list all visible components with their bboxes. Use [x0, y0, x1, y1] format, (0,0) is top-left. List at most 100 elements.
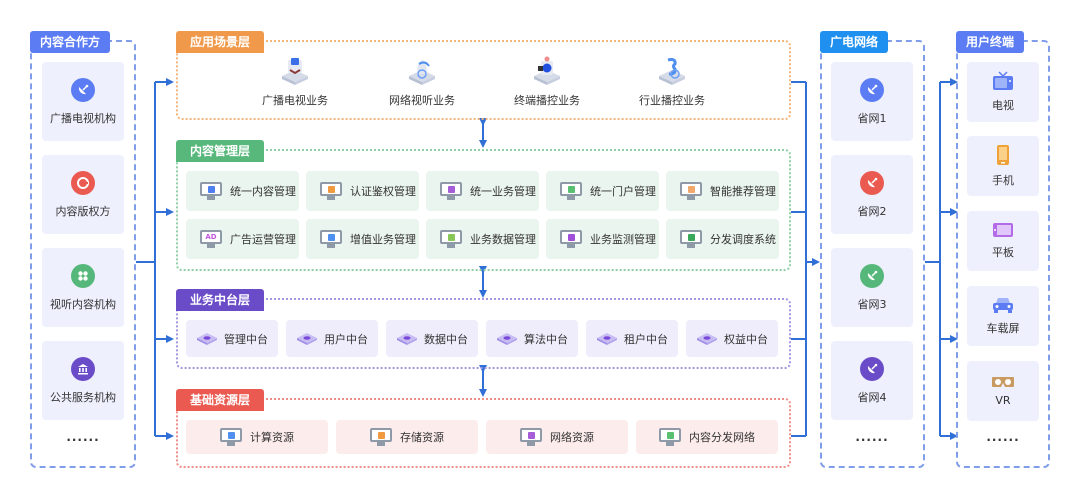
terminal-card[interactable]: VR	[967, 361, 1039, 421]
scene-label: 终端播控业务	[514, 94, 580, 107]
middle-platform-card[interactable]: 算法中台	[486, 320, 578, 357]
base-resource-label: 网络资源	[550, 431, 594, 444]
content-mgmt-label: 智能推荐管理	[710, 185, 776, 198]
province-network-label: 省网3	[857, 297, 887, 311]
content-mgmt-label: 增值业务管理	[350, 233, 416, 246]
terminal-label: 车载屏	[986, 322, 1020, 335]
cdn-icon	[659, 428, 681, 446]
platform-cube-icon	[397, 332, 417, 345]
content-mgmt-label: 业务数据管理	[470, 233, 536, 246]
terminal-card[interactable]: 手机	[967, 136, 1039, 196]
distribute-icon	[680, 230, 702, 248]
scene-item[interactable]: 广播电视业务	[250, 56, 340, 108]
portal-icon	[560, 182, 582, 200]
base-resource-label: 内容分发网络	[689, 431, 755, 444]
content-mgmt-card[interactable]: 统一门户管理	[546, 171, 659, 211]
platform-cube-icon	[497, 332, 517, 345]
satellite-dish-icon	[71, 77, 95, 102]
terminal-card[interactable]: 平板	[967, 211, 1039, 271]
partner-label: 视听内容机构	[50, 297, 116, 311]
province-network-label: 省网4	[857, 390, 887, 404]
bank-icon	[71, 356, 95, 381]
content-mgmt-label: 统一业务管理	[470, 185, 536, 198]
base-resource-layer-title: 基础资源层	[176, 389, 265, 411]
vr-glasses-icon	[992, 376, 1014, 387]
content-mgmt-card[interactable]: 增值业务管理	[306, 219, 419, 259]
middle-platform-card[interactable]: 用户中台	[286, 320, 378, 357]
industry-control-3d-icon	[659, 58, 685, 85]
content-mgmt-layer	[176, 149, 791, 271]
partner-label: 内容版权方	[55, 204, 111, 218]
terminal-control-3d-icon	[534, 56, 560, 85]
middle-platform-card[interactable]: 数据中台	[386, 320, 478, 357]
partner-label: 广播电视机构	[50, 111, 116, 125]
content-mgmt-card[interactable]: 认证鉴权管理	[306, 171, 419, 211]
ad-icon: AD	[200, 230, 222, 248]
base-resource-card[interactable]: 网络资源	[486, 420, 628, 454]
scene-item[interactable]: 网络视听业务	[377, 56, 467, 108]
content-doc-icon	[200, 182, 222, 200]
partner-card[interactable]: 公共服务机构	[42, 341, 124, 420]
partner-card[interactable]: 视听内容机构	[42, 248, 124, 327]
base-resource-card[interactable]: 内容分发网络	[636, 420, 778, 454]
network-title: 广电网络	[820, 31, 889, 53]
network-to-terminals-connector	[925, 78, 958, 440]
partners-title: 内容合作方	[30, 31, 111, 53]
value-added-icon	[320, 230, 342, 248]
platform-cube-icon	[697, 332, 717, 345]
terminal-card[interactable]: 车载屏	[967, 286, 1039, 346]
app-scene-layer-title: 应用场景层	[176, 31, 265, 53]
scene-label: 行业播控业务	[639, 94, 705, 107]
content-mgmt-card[interactable]: 业务监测管理	[546, 219, 659, 259]
middle-platform-label: 管理中台	[224, 332, 268, 346]
layers-to-network-connector	[791, 81, 820, 437]
scene-label: 网络视听业务	[389, 94, 455, 107]
base-resource-label: 存储资源	[400, 431, 444, 444]
tv-icon	[993, 71, 1013, 90]
content-mgmt-card[interactable]: 统一业务管理	[426, 171, 539, 211]
partner-card[interactable]: 广播电视机构	[42, 62, 124, 141]
platform-cube-icon	[197, 332, 217, 345]
copyright-icon	[71, 170, 95, 195]
scene-item[interactable]: 行业播控业务	[627, 56, 717, 108]
province-network-label: 省网1	[857, 111, 887, 125]
partners-to-layers-connector	[136, 78, 174, 440]
content-mgmt-card[interactable]: 统一内容管理	[186, 171, 299, 211]
content-mgmt-label: 统一门户管理	[590, 185, 656, 198]
base-resource-card[interactable]: 计算资源	[186, 420, 328, 454]
terminal-label: 电视	[992, 99, 1014, 112]
content-mgmt-card[interactable]: 分发调度系统	[666, 219, 779, 259]
terminal-label: 手机	[992, 174, 1014, 187]
middle-platform-label: 用户中台	[324, 332, 368, 346]
terminals-more: ......	[986, 430, 1020, 444]
content-mgmt-card[interactable]: 业务数据管理	[426, 219, 539, 259]
scene-item[interactable]: 终端播控业务	[502, 56, 592, 108]
content-mgmt-card[interactable]: 智能推荐管理	[666, 171, 779, 211]
platform-cube-icon	[597, 332, 617, 345]
middle-platform-label: 数据中台	[424, 332, 468, 346]
satellite-dish-icon	[860, 77, 884, 102]
province-network-card[interactable]: 省网3	[831, 248, 913, 327]
partner-card[interactable]: 内容版权方	[42, 155, 124, 234]
content-mgmt-label: 业务监测管理	[590, 233, 656, 246]
content-mgmt-label: 分发调度系统	[710, 233, 776, 246]
middle-platform-card[interactable]: 租户中台	[586, 320, 678, 357]
satellite-dish-icon	[860, 263, 884, 288]
middle-platform-card[interactable]: 权益中台	[686, 320, 778, 357]
middle-platform-label: 租户中台	[624, 332, 668, 346]
base-resource-label: 计算资源	[250, 431, 294, 444]
content-mgmt-card[interactable]: AD 广告运营管理	[186, 219, 299, 259]
platform-cube-icon	[297, 332, 317, 345]
content-mgmt-label: 统一内容管理	[230, 185, 296, 198]
terminal-card[interactable]: 电视	[967, 62, 1039, 122]
user-auth-icon	[320, 182, 342, 200]
base-resource-card[interactable]: 存储资源	[336, 420, 478, 454]
province-network-card[interactable]: 省网4	[831, 341, 913, 420]
province-network-card[interactable]: 省网1	[831, 62, 913, 141]
province-network-card[interactable]: 省网2	[831, 155, 913, 234]
content-mgmt-label: 广告运营管理	[230, 233, 296, 246]
terminals-title: 用户终端	[956, 31, 1025, 53]
tablet-icon	[993, 223, 1013, 237]
middle-platform-card[interactable]: 管理中台	[186, 320, 278, 357]
partner-label: 公共服务机构	[50, 390, 116, 404]
